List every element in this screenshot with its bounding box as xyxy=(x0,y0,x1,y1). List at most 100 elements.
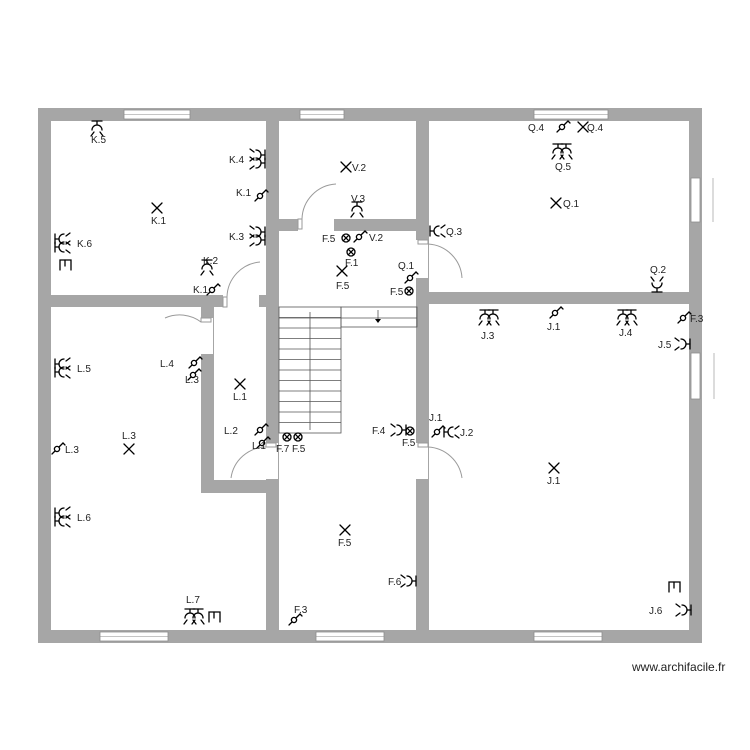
symbol-label-2: K.4 xyxy=(229,155,244,166)
symbol-socket-double-21 xyxy=(551,143,573,160)
wall-k-l xyxy=(38,295,279,307)
symbol-switch-16 xyxy=(404,271,419,284)
symbol-label-33: L.3 xyxy=(65,445,79,456)
symbol-label-46: F.6 xyxy=(388,577,402,588)
symbol-label-44: L.6 xyxy=(77,513,91,524)
symbol-vmc-14 xyxy=(346,247,356,257)
symbol-radiator-48 xyxy=(208,611,221,623)
symbol-socket-double-26 xyxy=(616,309,638,326)
symbol-label-8: K.2 xyxy=(203,256,218,267)
symbol-label-11: V.3 xyxy=(351,194,366,205)
symbol-switch-33 xyxy=(51,442,66,455)
windows-layer xyxy=(99,109,715,642)
symbol-label-26: J.4 xyxy=(619,328,633,339)
symbol-label-25: J.1 xyxy=(547,322,561,333)
symbol-vmc-17 xyxy=(404,286,414,296)
symbol-vmc-40 xyxy=(405,426,415,436)
symbol-socket-double-2 xyxy=(249,148,266,170)
symbol-light-4 xyxy=(151,202,163,214)
symbol-label-27: F.3 xyxy=(690,314,704,325)
symbol-switch-19 xyxy=(556,120,571,133)
symbol-vmc-37 xyxy=(282,432,292,442)
window-7 xyxy=(690,177,714,223)
symbol-label-51: J.6 xyxy=(649,606,663,617)
symbol-label-40: F.5 xyxy=(402,438,416,449)
symbol-light-22 xyxy=(550,197,562,209)
wall-k-v xyxy=(266,108,279,308)
symbol-label-12: F.5 xyxy=(322,234,336,245)
symbol-switch-41 xyxy=(431,425,446,438)
symbol-switch-36 xyxy=(256,436,271,449)
watermark-credit: www.archifacile.fr xyxy=(632,660,726,674)
symbol-label-20: Q.4 xyxy=(587,123,604,134)
window-4 xyxy=(99,631,169,642)
symbol-label-36: L.1 xyxy=(252,441,266,452)
symbol-label-5: K.3 xyxy=(229,232,244,243)
symbol-light-45 xyxy=(339,524,351,536)
symbol-label-35: L.2 xyxy=(224,426,238,437)
symbol-label-13: V.2 xyxy=(369,233,384,244)
symbol-label-9: K.1 xyxy=(193,285,208,296)
symbol-socket-11 xyxy=(350,201,364,218)
symbol-switch-35 xyxy=(254,423,269,436)
symbol-label-30: L.4 xyxy=(160,359,174,370)
symbol-vmc-12 xyxy=(341,233,351,243)
symbol-label-42: J.2 xyxy=(460,428,474,439)
symbol-switch-3 xyxy=(254,189,269,202)
symbol-label-6: K.6 xyxy=(77,239,92,250)
symbol-socket-1 xyxy=(90,120,104,137)
symbol-label-41: J.1 xyxy=(429,413,443,424)
window-3 xyxy=(533,109,609,120)
window-5 xyxy=(315,631,385,642)
symbol-radiator-50 xyxy=(668,581,681,593)
symbol-socket-46 xyxy=(400,574,417,588)
symbol-switch-31 xyxy=(187,368,202,381)
symbol-switch-30 xyxy=(188,356,203,369)
symbol-light-43 xyxy=(548,462,560,474)
symbol-label-31: L.3 xyxy=(185,375,199,386)
symbol-socket-double-6 xyxy=(54,232,71,254)
symbol-label-37: F.7 xyxy=(276,444,290,455)
symbol-label-38: F.5 xyxy=(292,444,306,455)
symbol-socket-42 xyxy=(443,425,460,439)
symbol-label-21: Q.5 xyxy=(555,162,572,173)
symbol-switch-9 xyxy=(206,283,221,296)
symbol-label-17: F.5 xyxy=(390,287,404,298)
symbol-label-49: F.3 xyxy=(294,605,308,616)
symbol-socket-8 xyxy=(200,259,214,276)
symbol-label-3: K.1 xyxy=(236,188,251,199)
symbol-label-32: L.1 xyxy=(233,392,247,403)
symbol-label-47: L.7 xyxy=(186,595,200,606)
door-l4 xyxy=(164,314,213,354)
symbol-label-34: L.3 xyxy=(122,431,136,442)
window-1 xyxy=(123,109,191,120)
symbol-label-1: K.5 xyxy=(91,135,106,146)
symbol-label-23: Q.2 xyxy=(650,265,667,276)
symbol-socket-double-5 xyxy=(249,225,266,247)
staircase xyxy=(278,306,418,434)
symbol-socket-51 xyxy=(675,603,692,617)
wall-corridor-bottom xyxy=(201,480,279,493)
symbol-socket-double-47 xyxy=(183,608,205,625)
door-k2 xyxy=(222,261,261,308)
symbol-light-34 xyxy=(123,443,135,455)
symbol-radiator-7 xyxy=(59,259,72,271)
symbol-label-18: Q.3 xyxy=(446,227,463,238)
doors-layer xyxy=(164,183,463,479)
door-j xyxy=(416,442,463,479)
symbol-socket-39 xyxy=(390,423,407,437)
symbol-socket-double-29 xyxy=(54,357,71,379)
symbol-switch-27 xyxy=(677,311,692,324)
symbol-vmc-38 xyxy=(293,432,303,442)
symbol-switch-13 xyxy=(353,230,368,243)
symbol-light-32 xyxy=(234,378,246,390)
outer-wall-left xyxy=(38,108,51,643)
symbol-socket-28 xyxy=(674,337,691,351)
window-8 xyxy=(690,352,715,400)
symbol-light-10 xyxy=(340,161,352,173)
symbol-light-15 xyxy=(336,265,348,277)
door-l2 xyxy=(230,442,278,479)
